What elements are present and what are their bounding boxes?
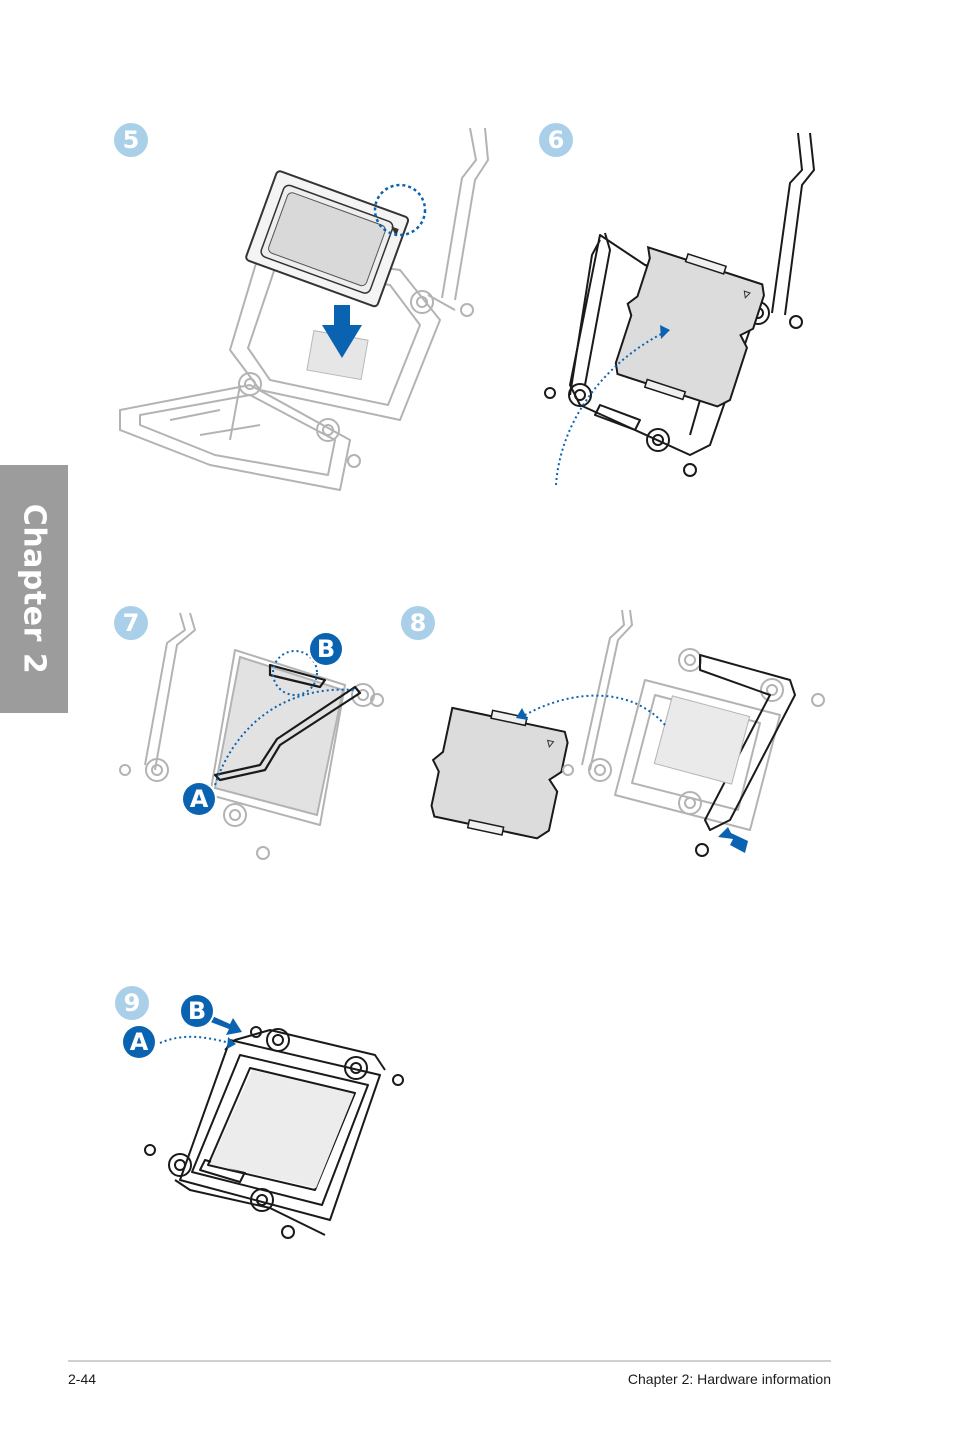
step-9-badge-b: B <box>181 995 213 1027</box>
step-9-number: 9 <box>115 986 149 1020</box>
step-5-number: 5 <box>114 123 148 157</box>
step-9-illustration <box>144 1015 404 1239</box>
page-number: 2-44 <box>68 1371 97 1387</box>
chapter-side-tab <box>0 465 68 713</box>
chapter-tab-label: Chapter 2 <box>16 503 52 675</box>
step-7-number: 7 <box>114 606 148 640</box>
step-8-illustration <box>430 609 825 857</box>
step-8-number: 8 <box>401 606 435 640</box>
step-6-illustration <box>544 132 815 486</box>
step-5-illustration <box>119 127 489 491</box>
footer-chapter-title: Chapter 2: Hardware information <box>627 1371 831 1387</box>
step-7-badge-b: B <box>310 633 342 665</box>
step-9-badge-a: A <box>123 1026 155 1058</box>
footer-divider <box>68 1360 831 1362</box>
step-7-illustration <box>119 612 384 860</box>
step-7-badge-a: A <box>183 783 215 815</box>
step-6-number: 6 <box>539 123 573 157</box>
